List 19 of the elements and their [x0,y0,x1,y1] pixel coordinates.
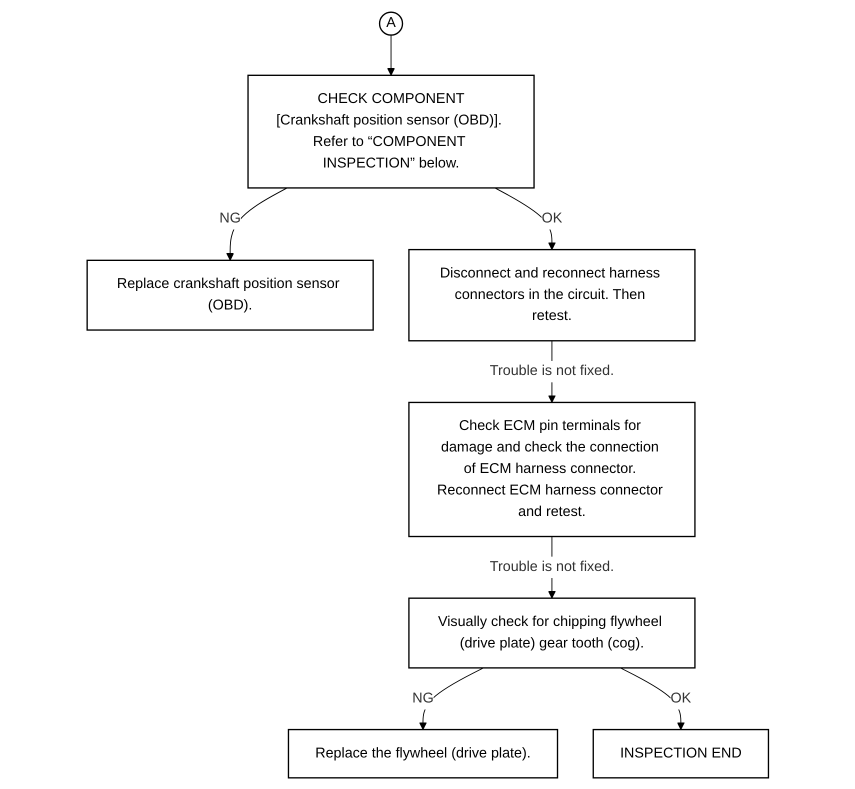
arrow [226,186,288,260]
edge-label: Trouble is not fixed. [489,558,614,574]
arrow [386,34,395,76]
edge-label: NG [219,210,241,226]
node-box: INSPECTION END [592,728,769,778]
edge-label: NG [412,690,434,706]
node-box: Replace the flywheel (drive plate). [287,728,558,778]
node-box: Disconnect and reconnect harness connectors in the circuit. Then retest. [408,248,696,341]
node-box: CHECK COMPONENT [Crankshaft position sensor (OBD)]. Refer to “COMPONENT INSPECTION” below. [247,74,534,188]
edge-label: Trouble is not fixed. [489,363,614,378]
edge-label: OK [541,210,562,226]
node-box: Check ECM pin terminals for damage and check the connection of ECM harness connector. Reconnect ECM harness connector and retest. [408,401,696,537]
node-box: Visually check for chipping flywheel (drive plate) gear tooth (cog). [408,597,696,668]
node-box: Replace crankshaft position sensor (OBD). [86,259,374,330]
edge-label: OK [670,690,691,706]
node-circle: A [378,10,403,36]
arrow [620,666,684,730]
arrow [418,666,484,730]
arrow [494,186,556,250]
